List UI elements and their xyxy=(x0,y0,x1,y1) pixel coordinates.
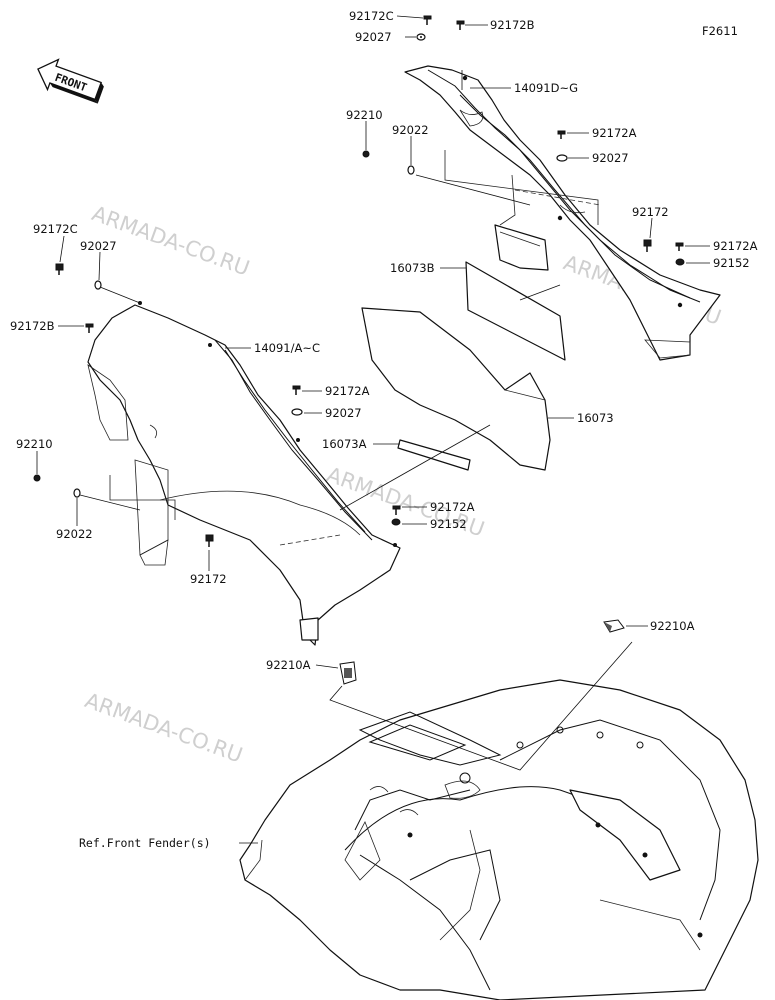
label-92172A-low: 92172A xyxy=(430,500,475,514)
front-fender xyxy=(239,679,759,1000)
bolt-92210-right-icon xyxy=(362,150,370,158)
screw-92172B-left-icon xyxy=(85,323,94,333)
pad-16073 xyxy=(361,307,551,471)
pad-16073A xyxy=(397,439,471,471)
label-92027-top: 92027 xyxy=(355,30,392,44)
nut-92152-low-icon xyxy=(391,518,401,526)
screw-92172-left-icon xyxy=(205,534,214,547)
screw-92172C-left-icon xyxy=(55,263,64,275)
label-92022-right: 92022 xyxy=(392,123,429,137)
label-16073B: 16073B xyxy=(390,261,435,275)
hardware xyxy=(33,15,685,685)
screw-92172A-right-icon xyxy=(557,130,566,139)
washer-92027-right-icon xyxy=(556,154,568,162)
label-92172A-right2: 92172A xyxy=(713,239,758,253)
screw-92172A-low-icon xyxy=(392,505,401,515)
label-92210A-left: 92210A xyxy=(266,658,311,672)
label-92172B-top: 92172B xyxy=(490,18,535,32)
washer-92022-left-icon xyxy=(73,488,81,498)
label-92022-left: 92022 xyxy=(56,527,93,541)
screw-92172-right-icon xyxy=(643,239,652,252)
screw-92172C-top-icon xyxy=(423,15,432,25)
label-92027-right: 92027 xyxy=(592,151,629,165)
label-92172C-top: 92172C xyxy=(349,9,394,23)
clip-92210A-left-icon xyxy=(339,661,357,685)
label-92172-left: 92172 xyxy=(190,572,227,586)
label-92210-left: 92210 xyxy=(16,437,53,451)
screw-92172A-right2-icon xyxy=(675,242,684,251)
washer-92027-top-icon xyxy=(416,33,426,41)
side-cover-left xyxy=(87,301,401,646)
watermark-4: ARMADA-CO.RU xyxy=(82,688,246,767)
label-14091AC: 14091/A~C xyxy=(254,341,320,355)
label-92172A-mid: 92172A xyxy=(325,384,370,398)
side-cover-right xyxy=(404,65,721,361)
leader-lines xyxy=(36,15,710,844)
clip-92210A-right-icon xyxy=(603,619,625,633)
nut-92152-right-icon xyxy=(675,258,685,266)
label-92027-left: 92027 xyxy=(80,239,117,253)
washer-92027-left-icon xyxy=(94,280,102,290)
label-92172-right: 92172 xyxy=(632,205,669,219)
label-16073A: 16073A xyxy=(322,437,367,451)
label-92210-right: 92210 xyxy=(346,108,383,122)
pad-16073B xyxy=(465,261,566,361)
label-92027-mid: 92027 xyxy=(325,406,362,420)
part-labels: 92172C 92172B 92027 14091D~G 92210 92022… xyxy=(10,9,758,850)
label-ref-front-fender: Ref.Front Fender(s) xyxy=(79,836,211,850)
label-92152-low: 92152 xyxy=(430,517,467,531)
label-92210A-right: 92210A xyxy=(650,619,695,633)
label-92172C-left: 92172C xyxy=(33,222,78,236)
screw-92172A-mid-icon xyxy=(292,385,301,395)
label-16073: 16073 xyxy=(577,411,614,425)
label-92172B-left: 92172B xyxy=(10,319,55,333)
label-92172A-right: 92172A xyxy=(592,126,637,140)
washer-92022-right-icon xyxy=(407,165,415,175)
label-92152-right: 92152 xyxy=(713,256,750,270)
washer-92027-mid-icon xyxy=(291,408,303,416)
screw-92172B-top-icon xyxy=(456,20,465,30)
bolt-92210-left-icon xyxy=(33,474,41,482)
figure-code: F2611 xyxy=(702,24,738,38)
label-14091DG: 14091D~G xyxy=(514,81,578,95)
front-direction-arrow: FRONT xyxy=(37,58,104,104)
